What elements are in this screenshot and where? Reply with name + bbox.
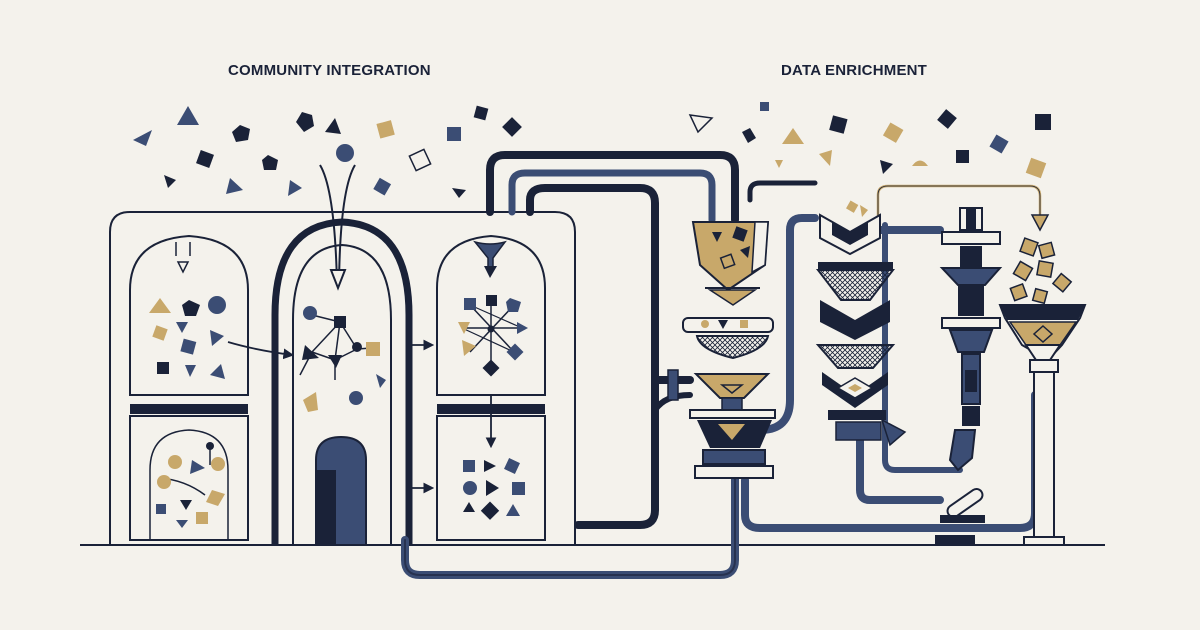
community-integration-title: COMMUNITY INTEGRATION (228, 62, 431, 79)
arrow-icon (227, 341, 295, 360)
pipe-system (401, 151, 1042, 579)
scattered-shapes-left (133, 105, 522, 198)
press-machine-icon (939, 207, 1003, 472)
data-enrichment-title: DATA ENRICHMENT (781, 62, 928, 79)
inflow-arrow (319, 164, 338, 286)
network-graph-icon-2 (458, 295, 528, 377)
goblet-funnel-icon (998, 237, 1087, 546)
valve-icon (667, 369, 679, 401)
funnel-icon (472, 240, 507, 278)
scattered-shapes-right (688, 102, 1051, 179)
funnel-sieve-machine (682, 221, 776, 479)
gold-arrowhead (1030, 214, 1050, 232)
chevron-stack-icon (815, 200, 907, 447)
sorted-shapes (463, 458, 525, 520)
network-graph-icon (299, 306, 386, 412)
scattered-shapes-window (149, 242, 226, 379)
mini-network (156, 442, 225, 528)
roller-icon (935, 487, 985, 545)
